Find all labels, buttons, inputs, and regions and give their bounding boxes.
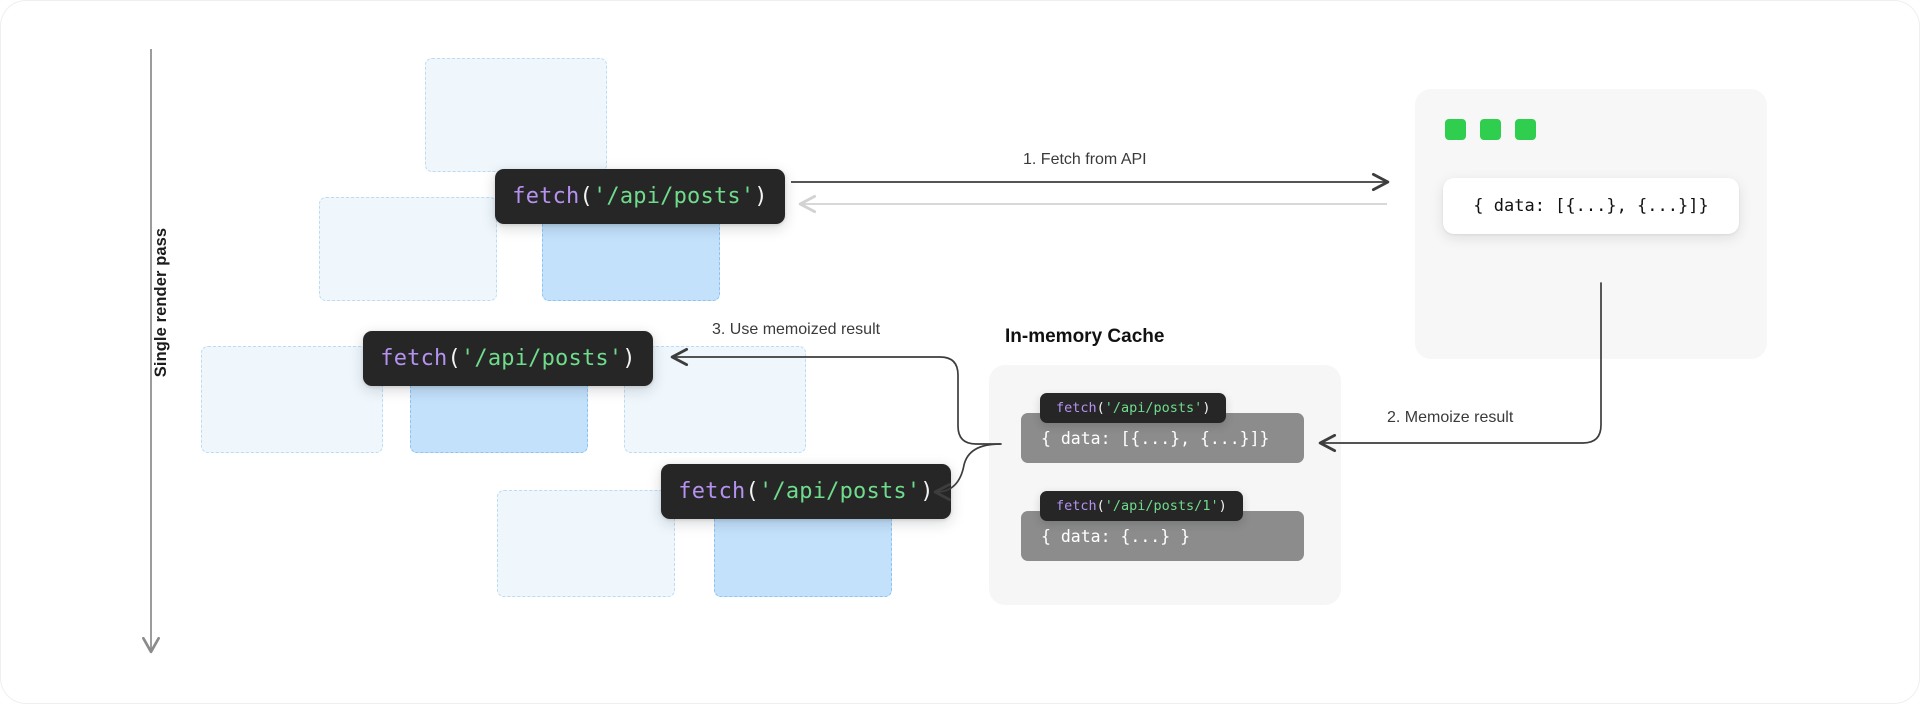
paren-token: ) [1218,498,1227,514]
server-panel: { data: [{...}, {...}]} [1415,89,1767,359]
step-1-label: 1. Fetch from API [1023,151,1147,168]
paren-token: ( [447,346,461,371]
cache-panel: { data: [{...}, {...}]} fetch('/api/post… [989,365,1341,605]
fn-token: fetch [1056,400,1097,416]
arg-token: '/api/posts/1' [1104,498,1219,514]
arg-token: '/api/posts' [460,346,623,371]
cache-entry-key: fetch('/api/posts') [1040,393,1227,423]
paren-token: ( [1096,498,1105,514]
server-dot-icon [1515,119,1536,140]
skeleton-card [201,346,383,453]
paren-token: ) [622,346,636,371]
server-status-dots [1445,119,1536,140]
fn-token: fetch [1056,498,1097,514]
fn-token: fetch [380,346,448,371]
fetch-call-pill-1: fetch('/api/posts') [495,169,785,224]
server-dot-icon [1480,119,1501,140]
step-3-label: 3. Use memoized result [712,321,881,338]
paren-token: ( [579,184,593,209]
arg-token: '/api/posts' [758,479,921,504]
arg-token: '/api/posts' [1104,400,1203,416]
paren-token: ) [1202,400,1211,416]
skeleton-card [425,58,607,172]
paren-token: ( [1096,400,1105,416]
step-2-label: 2. Memoize result [1387,409,1514,426]
arg-token: '/api/posts' [592,184,755,209]
skeleton-card [497,490,675,597]
cache-title: In-memory Cache [1005,326,1165,347]
fetch-call-pill-2: fetch('/api/posts') [363,331,653,386]
skeleton-card [319,197,497,301]
fetch-call-pill-3: fetch('/api/posts') [661,464,951,519]
render-pass-label: Single render pass [152,227,171,378]
paren-token: ( [745,479,759,504]
cache-entry-key: fetch('/api/posts/1') [1040,491,1243,521]
fn-token: fetch [512,184,580,209]
server-response-payload: { data: [{...}, {...}]} [1443,178,1739,234]
paren-token: ) [754,184,768,209]
fn-token: fetch [678,479,746,504]
paren-token: ) [920,479,934,504]
server-dot-icon [1445,119,1466,140]
